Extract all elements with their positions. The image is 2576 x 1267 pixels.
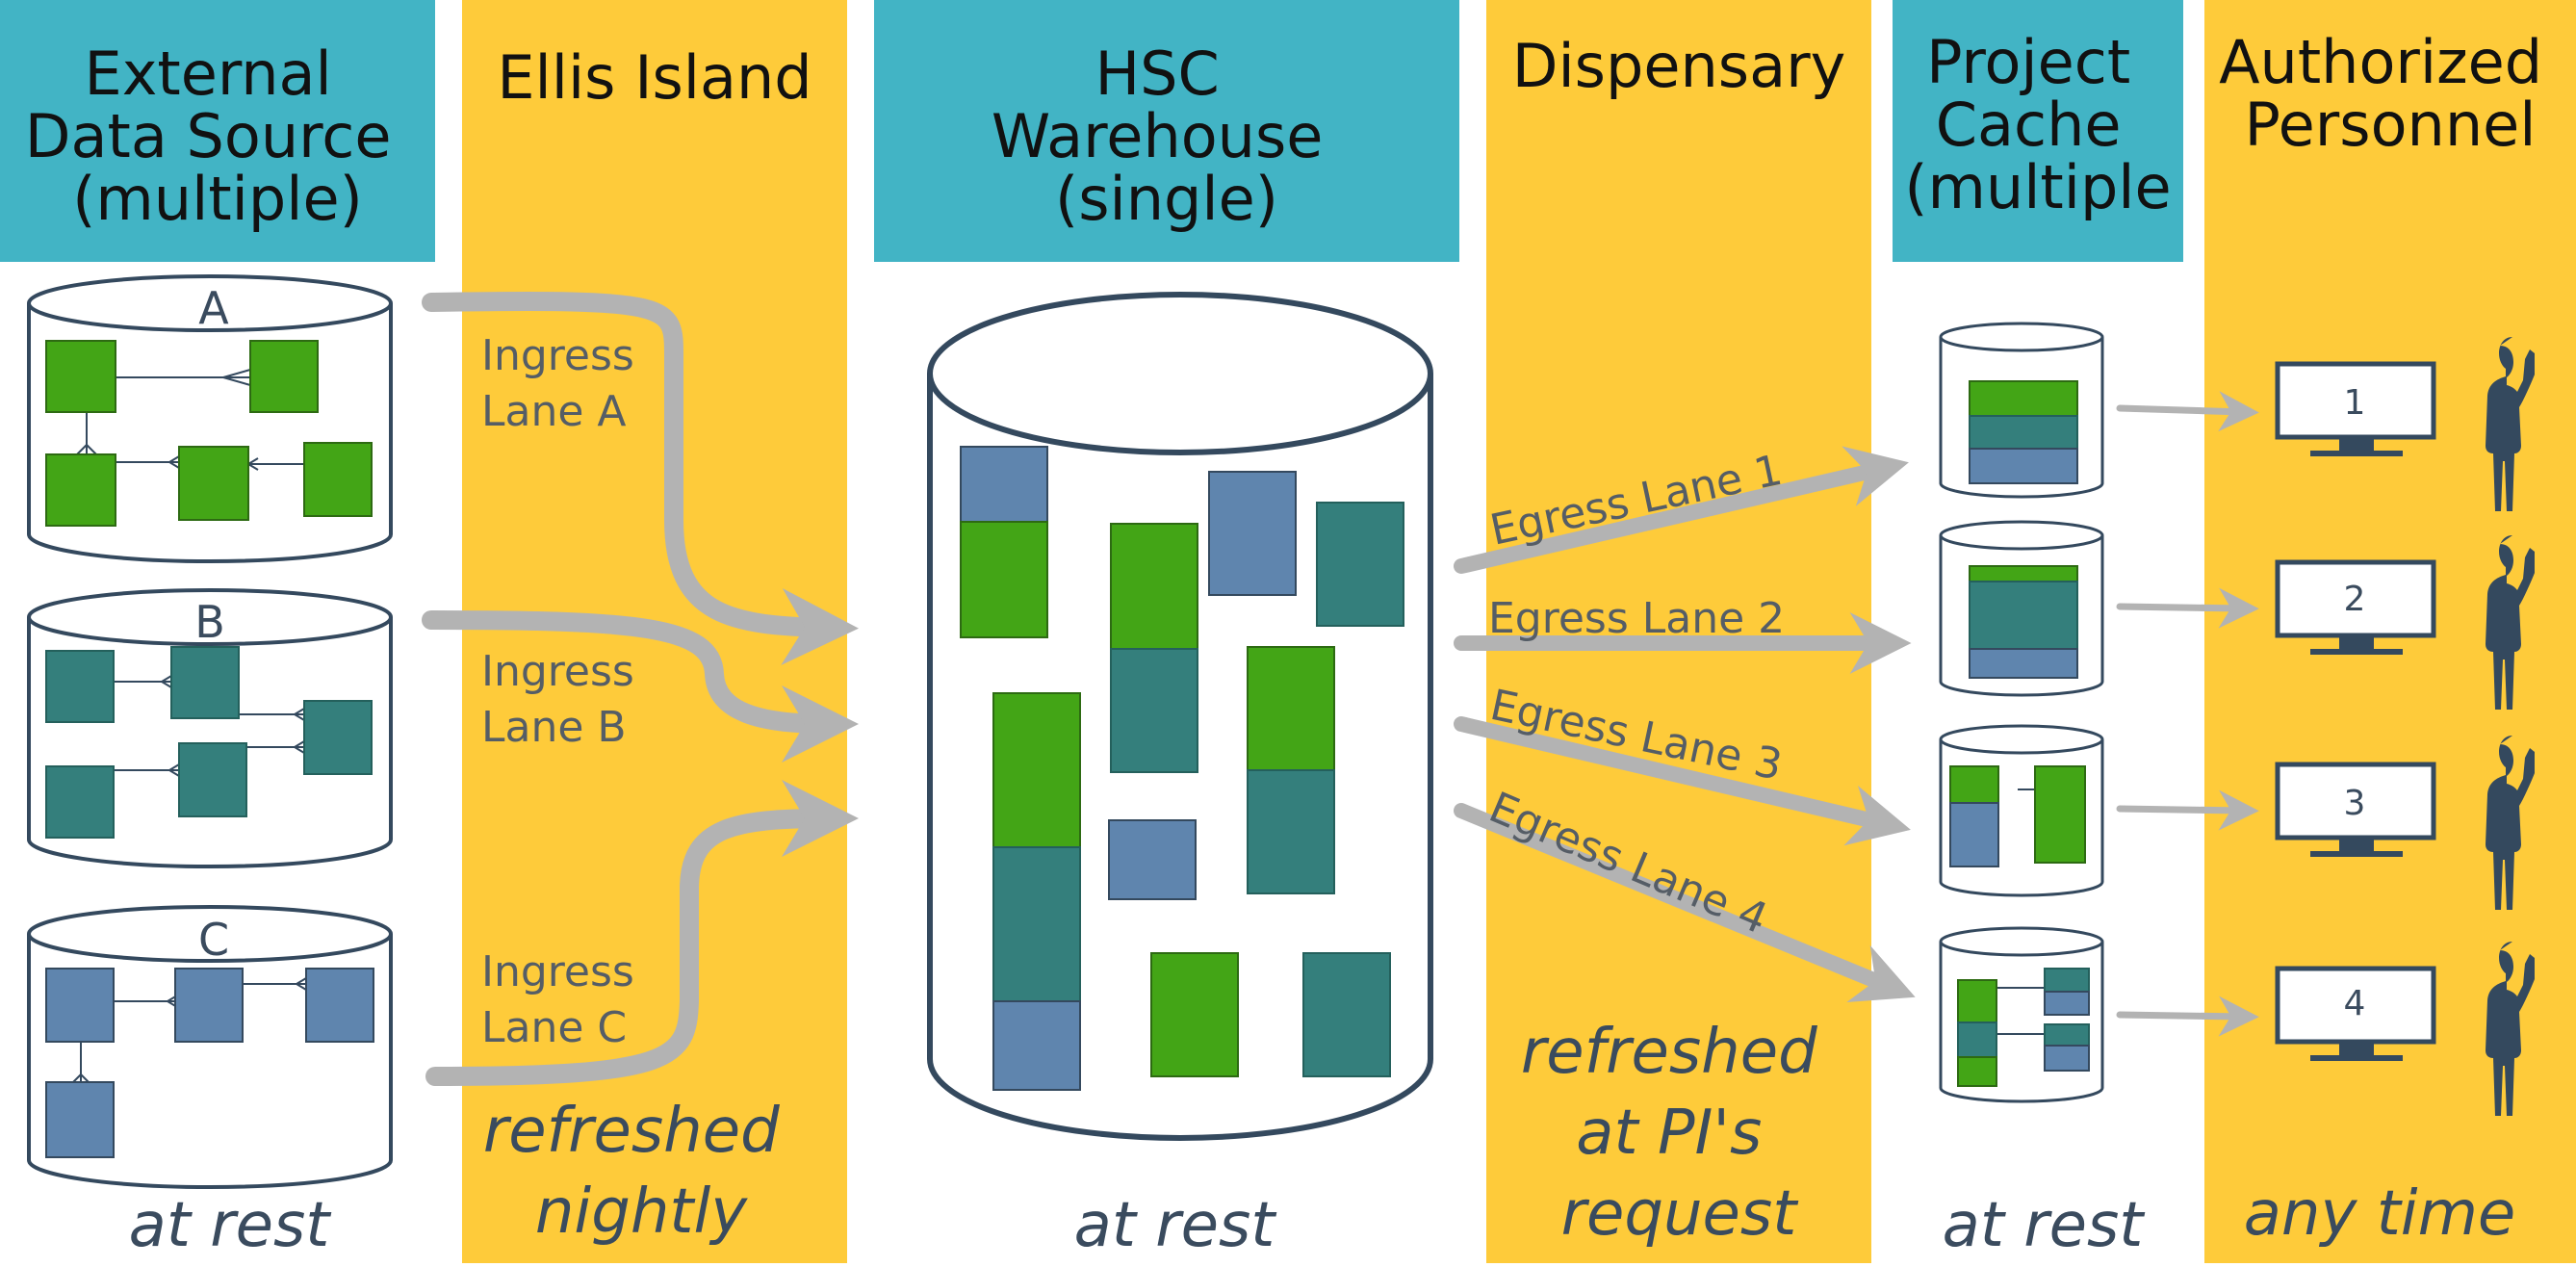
ingress-label-b: Ingress Lane B <box>481 647 648 752</box>
monitor-3: 3 <box>2275 762 2436 857</box>
source-database-c: C <box>27 905 393 1189</box>
ingress-arrows <box>422 292 859 1086</box>
project-cache-2 <box>1939 520 2104 697</box>
personnel-title: Authorized Personnel <box>2219 27 2562 160</box>
monitor-4: 4 <box>2275 966 2436 1061</box>
external-title: External Data Source (multiple) <box>25 39 410 234</box>
egress-label-2: Egress Lane 2 <box>1488 594 1785 643</box>
ingress-arrow-c <box>425 780 859 1086</box>
monitor-4-label: 4 <box>2344 984 2366 1023</box>
source-c-label: C <box>198 914 229 966</box>
ingress-arrow-a <box>422 292 859 666</box>
ellis-island-title: Ellis Island <box>497 42 811 113</box>
warehouse-title: HSC Warehouse (single) <box>992 39 1342 234</box>
monitor-1-label: 1 <box>2344 383 2366 423</box>
egress-arrows <box>1454 446 1916 1003</box>
ingress-arrow-b <box>422 610 859 763</box>
monitor-2-label: 2 <box>2344 580 2366 619</box>
dispensary-footer: refreshed at PI's request <box>1521 1017 1837 1250</box>
external-header-band <box>0 0 435 262</box>
cache-title: Project Cache (multiple <box>1904 27 2171 222</box>
personnel-footer: any time <box>2244 1178 2516 1250</box>
egress-arrow-3 <box>1454 716 1911 846</box>
warehouse-database <box>927 292 1433 1141</box>
project-cache-1 <box>1939 322 2104 499</box>
access-arrows <box>2116 391 2259 1037</box>
project-cache-3 <box>1939 724 2104 897</box>
dispensary-column <box>1486 0 1871 1263</box>
ingress-label-c: Ingress Lane C <box>481 947 648 1052</box>
warehouse-header-band <box>874 0 1459 262</box>
source-database-a: A <box>27 274 393 563</box>
egress-arrow-1 <box>1454 446 1909 574</box>
monitor-1: 1 <box>2275 361 2436 456</box>
dispensary-title: Dispensary <box>1512 31 1846 101</box>
egress-arrow-4 <box>1454 803 1916 1003</box>
ingress-label-a: Ingress Lane A <box>481 331 648 436</box>
source-b-label: B <box>194 596 225 648</box>
monitor-2: 2 <box>2275 559 2436 655</box>
cache-header-band <box>1893 0 2183 262</box>
source-a-label: A <box>198 282 229 334</box>
monitor-3-label: 3 <box>2344 784 2366 823</box>
source-database-b: B <box>27 588 393 868</box>
project-cache-4 <box>1939 926 2104 1103</box>
cache-footer: at rest <box>1943 1190 2147 1261</box>
warehouse-footer: at rest <box>1074 1190 1278 1261</box>
external-footer: at rest <box>129 1190 333 1261</box>
ellis-footer: refreshed nightly <box>483 1096 799 1248</box>
